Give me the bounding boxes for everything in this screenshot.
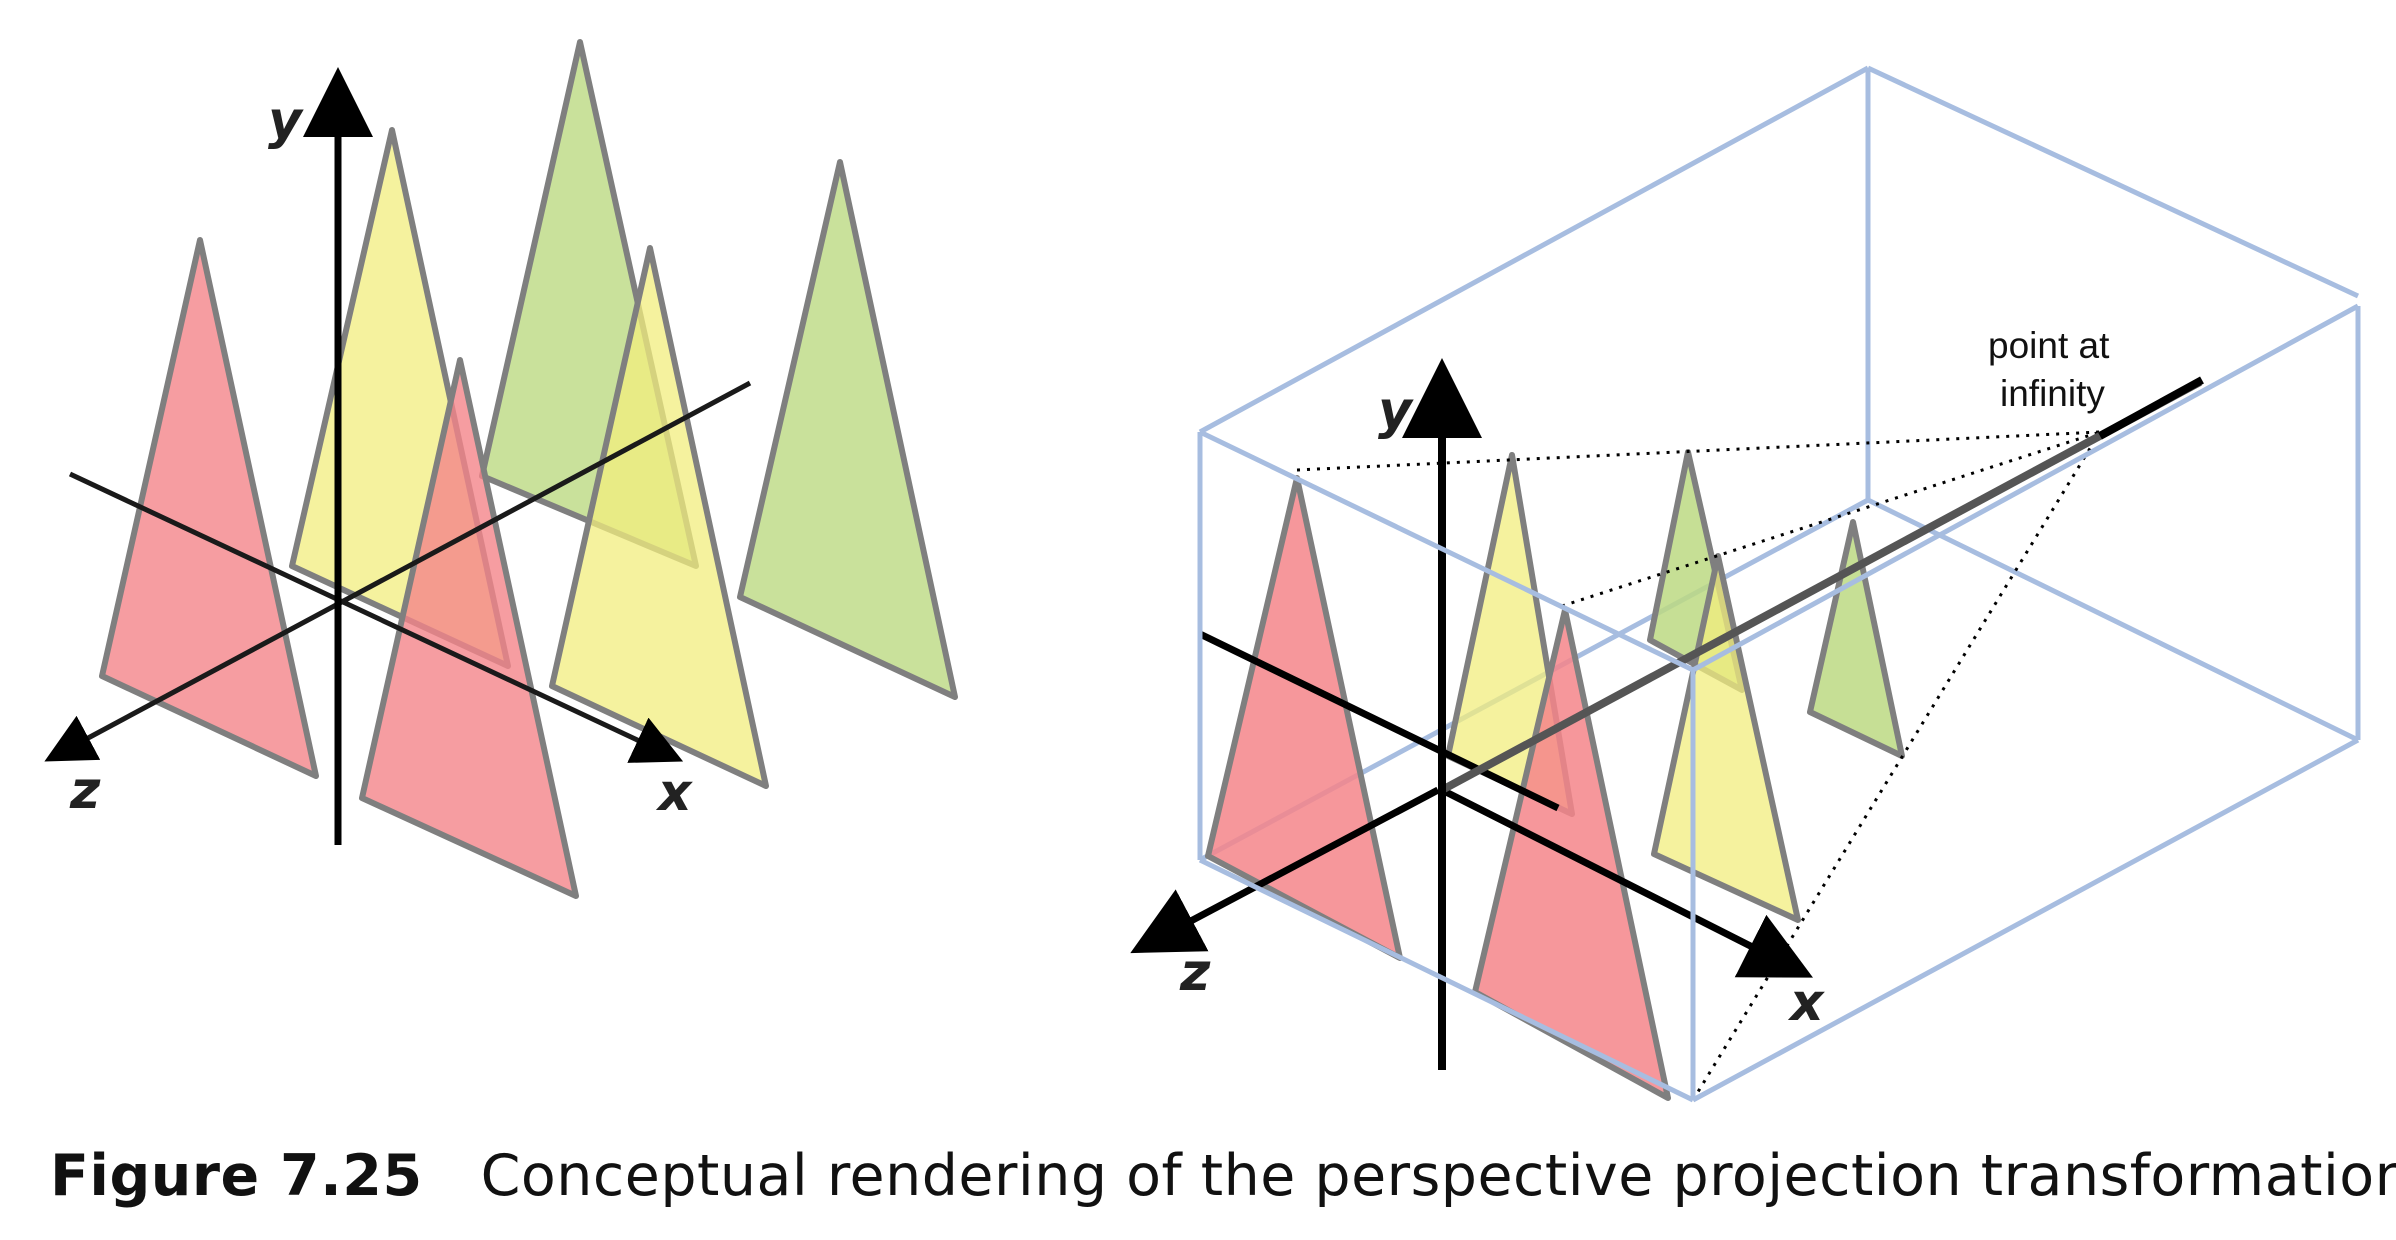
left-red-triangle-front — [359, 357, 579, 899]
point-at-infinity-label-line2: infinity — [2000, 373, 2105, 414]
left-y-axis-label: y — [268, 91, 304, 151]
right-z-direction-axis — [1130, 786, 1440, 954]
right-view-axis — [1440, 378, 2202, 794]
right-yellow-triangle-front — [1651, 553, 1801, 923]
figure-caption-text: Conceptual rendering of the perspective … — [480, 1143, 2396, 1209]
left-x-axis — [68, 471, 684, 763]
right-x-axis-label: x — [1787, 973, 1825, 1033]
figure-caption: Figure 7.25 Conceptual rendering of the p… — [50, 1143, 2396, 1209]
right-y-axis-label: y — [1378, 381, 1414, 441]
left-x-axis-label: x — [655, 763, 693, 823]
right-x-axis — [1440, 786, 1813, 978]
left-z-axis-label: z — [69, 761, 101, 821]
left-green-triangle-right — [737, 159, 958, 700]
left-red-triangle-left — [99, 237, 319, 779]
point-at-infinity-label-line1: point at — [1988, 325, 2110, 366]
frustum-back-edges — [1198, 68, 2360, 863]
right-z-axis — [1198, 630, 1560, 812]
right-panel: y x z point at infinity — [1130, 65, 2361, 1103]
right-z-axis-label: z — [1179, 943, 1211, 1003]
right-green-triangle-small — [1807, 519, 1905, 759]
frustum-front-edges — [1197, 65, 2361, 1103]
figure-number: Figure 7.25 — [50, 1143, 423, 1209]
convergence-lines — [1296, 430, 2102, 1101]
right-view-axis-far — [2098, 376, 2204, 440]
left-z-axis — [44, 380, 752, 762]
left-panel: y x z — [44, 39, 958, 899]
